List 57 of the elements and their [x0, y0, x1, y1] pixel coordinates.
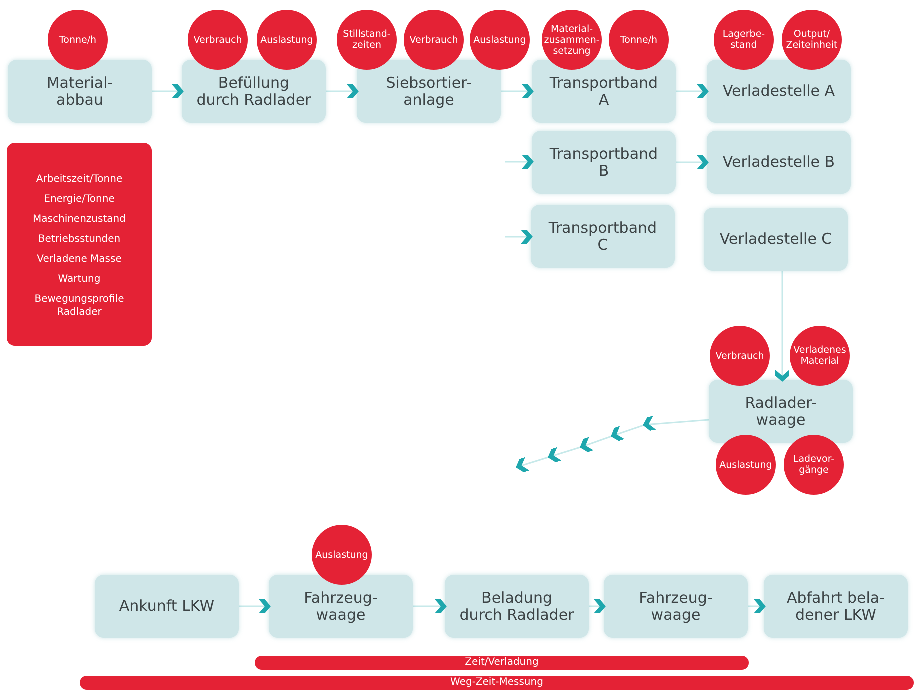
process-label: Verladestelle C: [720, 231, 832, 248]
metric-label: Ladevor- gänge: [792, 454, 836, 476]
process-label: Material- abbau: [46, 74, 114, 108]
bar-label: Weg-Zeit-Messung: [450, 677, 544, 689]
process-label: Transportband C: [548, 220, 658, 254]
process-box: [8, 60, 152, 123]
metric-label: Verbrauch: [716, 350, 764, 362]
process-box: [532, 131, 676, 194]
metric-label: Verbrauch: [194, 34, 242, 46]
process-label: Verladestelle B: [722, 154, 836, 171]
bar-label: Zeit/Verladung: [465, 657, 539, 669]
process-box: [357, 60, 501, 123]
process-label: Transportband B: [548, 146, 660, 180]
metric-text: Wartung: [58, 273, 101, 286]
process-label: Siebsortier- anlage: [385, 74, 473, 108]
metric-label: Verbrauch: [410, 34, 458, 46]
process-box: [532, 60, 676, 123]
metric-label: Tonne/h: [620, 34, 658, 46]
process-box: [445, 575, 589, 638]
metric-panel: [7, 143, 152, 346]
process-box: [604, 575, 748, 638]
process-box: [709, 380, 853, 443]
process-label: Verladestelle A: [722, 83, 836, 100]
process-box: [95, 575, 239, 638]
timeline-bar: [255, 656, 749, 670]
process-box: [707, 60, 851, 123]
metric-label: Auslastung: [316, 550, 368, 560]
process-box: [269, 575, 413, 638]
metric-text: Bewegungsprofile Radlader: [34, 293, 126, 319]
process-label: Fahrzeug- waage: [638, 590, 714, 624]
metric-label: Auslastung: [474, 34, 526, 46]
metric-text: Maschinenzustand: [33, 213, 126, 226]
metric-label: Auslastung: [260, 34, 314, 46]
process-label: Beladung durch Radlader: [458, 590, 576, 624]
process-label: Befüllung durch Radlader: [196, 74, 312, 108]
metric-label: Tonne/h: [59, 34, 97, 46]
process-label: Radlader- waage: [744, 394, 818, 428]
metric-label: Material- zusammen- setzung: [544, 24, 600, 56]
metric-text: Arbeitszeit/Tonne: [36, 173, 123, 186]
process-label: Fahrzeug- waage: [303, 590, 379, 624]
process-label: Abfahrt bela- dener LKW: [786, 590, 886, 624]
metric-label: Auslastung: [720, 460, 772, 470]
metric-label: Verladenes Material: [792, 345, 848, 367]
process-box: [764, 575, 908, 638]
metric-label: Output/ Zeiteinheit: [785, 29, 839, 51]
process-box: [704, 208, 848, 271]
process-box: [531, 205, 675, 268]
metric-text: Betriebsstunden: [38, 233, 121, 246]
metric-label: Lagerbe- stand: [722, 29, 766, 51]
process-label: Transportband A: [548, 74, 660, 108]
metric-text: Energie/Tonne: [44, 193, 115, 206]
metric-label: Stillstand- zeiten: [342, 29, 392, 51]
metric-text: Verladene Masse: [37, 253, 122, 266]
process-box: [182, 60, 326, 123]
process-box: [707, 131, 851, 194]
process-label: Ankunft LKW: [119, 598, 215, 615]
timeline-bar: [80, 676, 914, 690]
